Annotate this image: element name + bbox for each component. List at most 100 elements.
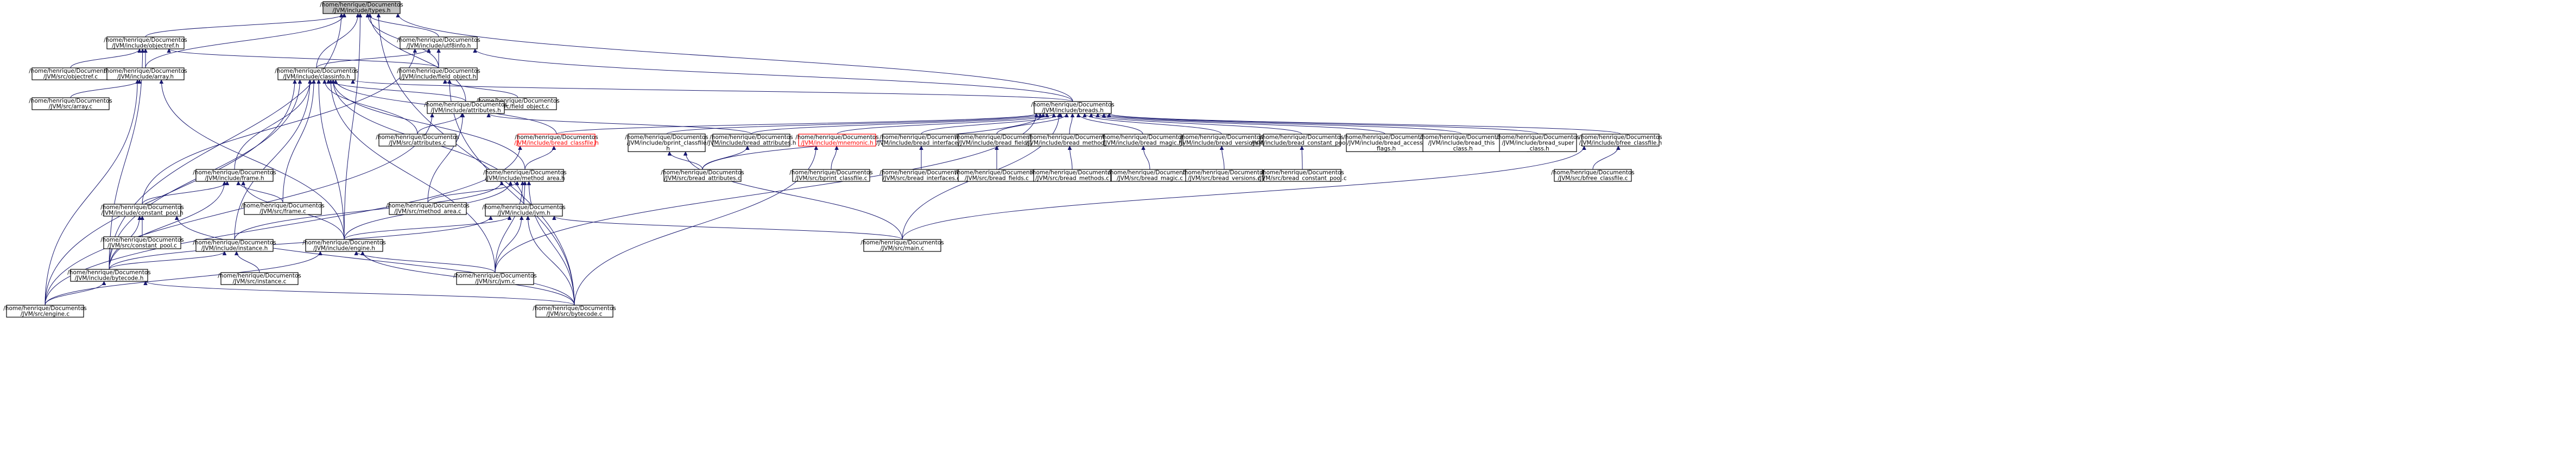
node-instance-c[interactable]: /home/henrique/Documentos/JVM/src/instan… <box>218 272 301 285</box>
node-bread-interfaces-c[interactable]: /home/henrique/Documentos/JVM/src/bread_… <box>879 169 963 182</box>
node-bread-attributes-h[interactable]: /home/henrique/Documentos/JVM/include/br… <box>707 134 796 147</box>
edge-utf8info_h-to-constant_pool_h <box>142 49 415 205</box>
node-box <box>1346 134 1424 152</box>
node-bread-magic-c[interactable]: /home/henrique/Documentos/JVM/src/bread_… <box>1108 169 1192 182</box>
edge-bread_versions_h-to-bread_versions_c <box>1221 146 1225 170</box>
node-bprint-classfile-h[interactable]: /home/henrique/Documentos/JVM/include/bp… <box>625 134 708 152</box>
node-array-h[interactable]: /home/henrique/Documentos/JVM/include/ar… <box>104 67 187 80</box>
node-bytecode-c[interactable]: /home/henrique/Documentos/JVM/src/byteco… <box>533 305 616 318</box>
node-bread-methods-c[interactable]: /home/henrique/Documentos/JVM/src/bread_… <box>1030 169 1114 182</box>
node-attributes-c[interactable]: /home/henrique/Documentos/JVM/src/attrib… <box>376 134 459 147</box>
edge-classinfo_h-to-breads_h <box>353 79 1073 102</box>
edge-bfree_classfile_h-to-bfree_classfile_c <box>1592 146 1618 170</box>
node-bread-super-class-h[interactable]: /home/henrique/Documentos/JVM/include/br… <box>1496 134 1580 152</box>
node-box <box>792 169 870 182</box>
node-label-line: /home/henrique/Documentos <box>879 134 963 141</box>
node-bread-magic-h[interactable]: /home/henrique/Documentos/JVM/include/br… <box>1101 134 1185 147</box>
node-box <box>244 202 322 215</box>
node-bprint-classfile-c[interactable]: /home/henrique/Documentos/JVM/src/bprint… <box>789 169 873 182</box>
node-bread-interfaces-h[interactable]: /home/henrique/Documentos/JVM/include/br… <box>876 134 966 147</box>
node-label-line: /home/henrique/Documentos <box>482 204 565 211</box>
node-attributes-h[interactable]: /home/henrique/Documentos/JVM/include/at… <box>424 101 508 114</box>
node-label-line: /home/henrique/Documentos <box>397 37 480 43</box>
node-label-line: /JVM/src/method_area.c <box>394 209 461 215</box>
edge-utf8info_h-to-breads_h <box>475 48 1073 102</box>
edge-types_h-to-bytecode_h <box>109 14 341 270</box>
edge-method_area_h-to-instance_h <box>234 181 502 240</box>
edge-utf8info_h-to-classinfo_h <box>316 48 429 68</box>
node-types-h[interactable]: /home/henrique/Documentos/JVM/include/ty… <box>320 1 403 14</box>
node-box <box>798 134 876 147</box>
node-instance-h[interactable]: /home/henrique/Documentos/JVM/include/in… <box>193 239 276 252</box>
node-label-line: /JVM/src/main.c <box>881 245 925 252</box>
edge-classinfo_h-to-instance_h <box>234 80 310 240</box>
node-method-area-h[interactable]: /home/henrique/Documentos/JVM/include/me… <box>483 169 567 182</box>
node-box <box>400 67 478 80</box>
node-box <box>517 134 596 147</box>
dependency-edges <box>45 13 1621 306</box>
node-engine-h[interactable]: /home/henrique/Documentos/JVM/include/en… <box>302 239 386 252</box>
edge-attributes_h-to-method_area_c <box>427 113 463 203</box>
node-label-line: /JVM/src/bread_versions.c <box>1188 175 1261 182</box>
edge-breads_h-to-bread_constant_pool_h <box>1091 113 1302 135</box>
node-box <box>103 204 181 217</box>
node-label-line: /JVM/include/bread_fields.h <box>958 140 1035 147</box>
node-bread-constant-pool-c[interactable]: /home/henrique/Documentos/JVM/src/bread_… <box>1258 169 1347 182</box>
node-label-line: /home/henrique/Documentos <box>29 98 112 104</box>
node-objectref-h[interactable]: /home/henrique/Documentos/JVM/include/ob… <box>104 36 187 49</box>
node-label-line: /JVM/src/jvm.c <box>475 279 515 285</box>
node-constant-pool-c[interactable]: /home/henrique/Documentos/JVM/src/consta… <box>100 236 184 249</box>
node-label-line: /JVM/include/array.h <box>117 74 174 80</box>
node-method-area-c[interactable]: /home/henrique/Documentos/JVM/src/method… <box>386 202 470 215</box>
node-bread-methods-h[interactable]: /home/henrique/Documentos/JVM/include/br… <box>1026 134 1113 147</box>
edge-breads_h-to-bread_fields_h <box>996 113 1067 135</box>
node-jvm-c[interactable]: /home/henrique/Documentos/JVM/src/jvm.c <box>453 272 537 285</box>
node-frame-c[interactable]: /home/henrique/Documentos/JVM/src/frame.… <box>241 202 325 215</box>
node-field-object-h[interactable]: /home/henrique/Documentos/JVM/include/fi… <box>397 67 480 80</box>
node-label-line: /home/henrique/Documentos <box>795 134 878 141</box>
node-constant-pool-h[interactable]: /home/henrique/Documentos/JVM/include/co… <box>100 204 184 217</box>
node-label-line: /JVM/include/bfree_classfile.h <box>1579 140 1662 147</box>
file-nodes: /home/henrique/Documentos/JVM/include/ty… <box>3 1 1662 318</box>
node-label-line: /home/henrique/Documentos <box>100 204 183 211</box>
node-label-line: /home/henrique/Documentos <box>1180 134 1263 141</box>
node-main-c[interactable]: /home/henrique/Documentos/JVM/src/main.c <box>860 239 944 252</box>
node-bread-classfile-h[interactable]: /home/henrique/Documentos/JVM/include/br… <box>514 134 599 147</box>
node-label-line: /home/henrique/Documentos <box>218 273 301 279</box>
node-label-line: /JVM/include/constant_pool.h <box>101 210 183 217</box>
node-box <box>1185 169 1263 182</box>
node-bread-fields-h[interactable]: /home/henrique/Documentos/JVM/include/br… <box>955 134 1039 147</box>
edge-jvm_h-to-bytecode_h <box>109 216 491 270</box>
node-bytecode-h[interactable]: /home/henrique/Documentos/JVM/include/by… <box>67 269 151 282</box>
node-array-c[interactable]: /home/henrique/Documentos/JVM/src/array.… <box>29 97 112 110</box>
node-label-line: /JVM/include/jvm.h <box>497 210 550 217</box>
node-bread-fields-c[interactable]: /home/henrique/Documentos/JVM/src/bread_… <box>955 169 1039 182</box>
edge-breads_h-to-bread_interfaces_h <box>921 113 1061 135</box>
node-label-line: /JVM/src/bread_attributes.c <box>664 175 740 182</box>
node-box <box>106 67 185 80</box>
node-bread-access-flags-h[interactable]: /home/henrique/Documentos/JVM/include/br… <box>1343 134 1427 152</box>
node-bread-versions-h[interactable]: /home/henrique/Documentos/JVM/include/br… <box>1179 134 1264 147</box>
node-utf8info-h[interactable]: /home/henrique/Documentos/JVM/include/ut… <box>397 36 480 49</box>
node-mnemonic-h[interactable]: /home/henrique/Documentos/JVM/include/mn… <box>795 134 879 147</box>
node-label-line: /home/henrique/Documentos <box>241 203 324 209</box>
node-label-line: /home/henrique/Documentos <box>29 68 112 74</box>
node-bfree-classfile-c[interactable]: /home/henrique/Documentos/JVM/src/bfree_… <box>1551 169 1635 182</box>
node-bread-this-class-h[interactable]: /home/henrique/Documentos/JVM/include/br… <box>1420 134 1503 152</box>
edge-types_h-to-array_h <box>145 14 344 68</box>
node-bread-versions-c[interactable]: /home/henrique/Documentos/JVM/src/bread_… <box>1182 169 1266 182</box>
node-breads-h[interactable]: /home/henrique/Documentos/JVM/include/br… <box>1031 101 1115 114</box>
node-bread-constant-pool-h[interactable]: /home/henrique/Documentos/JVM/include/br… <box>1251 134 1353 147</box>
node-label-line: /JVM/include/engine.h <box>313 245 375 252</box>
node-label-line: /JVM/src/instance.c <box>233 279 287 285</box>
node-engine-c[interactable]: /home/henrique/Documentos/JVM/src/engine… <box>3 305 87 318</box>
node-label-line: /home/henrique/Documentos <box>1031 102 1114 108</box>
node-bread-attributes-c[interactable]: /home/henrique/Documentos/JVM/src/bread_… <box>661 169 744 182</box>
node-frame-h[interactable]: /home/henrique/Documentos/JVM/include/fr… <box>193 169 276 182</box>
node-jvm-h[interactable]: /home/henrique/Documentos/JVM/include/jv… <box>482 204 566 217</box>
node-label-line: /home/henrique/Documentos <box>100 237 183 243</box>
node-label-line: /JVM/include/field_object.h <box>401 74 476 80</box>
node-classinfo-h[interactable]: /home/henrique/Documentos/JVM/include/cl… <box>275 67 358 80</box>
node-bfree-classfile-h[interactable]: /home/henrique/Documentos/JVM/include/bf… <box>1579 134 1662 147</box>
node-objectref-c[interactable]: /home/henrique/Documentos/JVM/src/object… <box>29 67 112 80</box>
